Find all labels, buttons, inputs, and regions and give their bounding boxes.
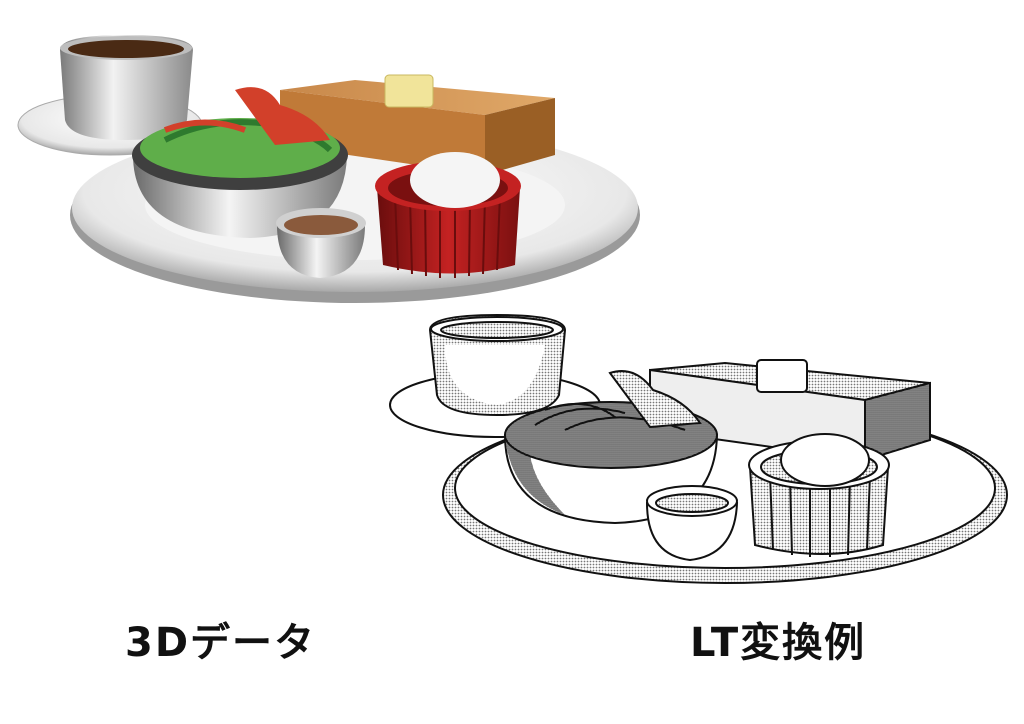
right-caption: LT変換例 (690, 620, 867, 666)
3d-render-image (15, 20, 645, 310)
lt-converted-image (385, 305, 1015, 595)
left-caption: 3Dデータ (125, 620, 317, 666)
